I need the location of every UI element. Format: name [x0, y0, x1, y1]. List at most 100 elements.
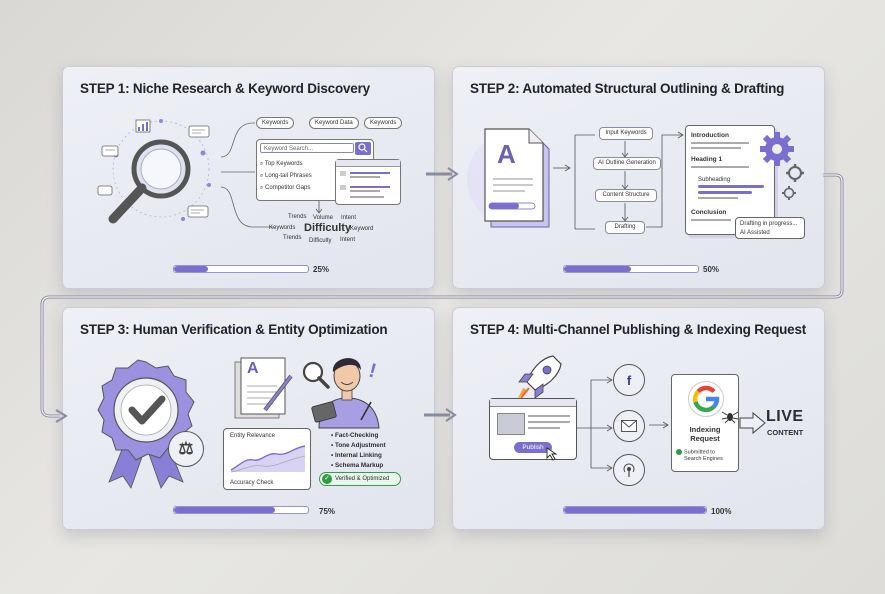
- verified-status-badge: ✓Verified & Optimized: [319, 472, 401, 486]
- text-line: [528, 415, 570, 417]
- envelope-icon: [621, 420, 637, 432]
- text-line: [528, 427, 560, 429]
- connector-to-outline: [646, 131, 684, 228]
- window-titlebar: [336, 160, 400, 167]
- search-icon: [358, 143, 368, 153]
- flow-input-keywords: Input Keywords: [599, 127, 653, 140]
- step-3-title: STEP 3: Human Verification & Entity Opti…: [80, 322, 388, 337]
- status-line-2: AI Assisted: [740, 230, 770, 236]
- document-letter: A: [497, 139, 516, 169]
- document-stack-icon: [234, 357, 293, 419]
- arrow-icon: [553, 164, 571, 172]
- gear-icon: [782, 186, 796, 200]
- search-result-gaps[interactable]: ⌕ Competitor Gaps: [260, 185, 311, 191]
- publish-window: Publish: [489, 398, 577, 461]
- progress-bar: [173, 506, 309, 514]
- progress-fill: [174, 507, 275, 513]
- thumb: [340, 171, 346, 176]
- chart-bottom-label: Accuracy Check: [230, 480, 274, 486]
- progress-line: [698, 185, 764, 188]
- search-button[interactable]: [355, 142, 371, 155]
- outline-conclusion: Conclusion: [691, 209, 727, 216]
- window-titlebar: [490, 399, 576, 407]
- checklist-item: • Tone Adjustment: [331, 442, 386, 449]
- cloud-word: Difficulty: [304, 222, 352, 234]
- keyword-pill: Keywords: [364, 117, 403, 129]
- cloud-word: Intent: [340, 237, 356, 243]
- spider-crawler-icon: [721, 411, 739, 424]
- chat-bubble-icon: [188, 125, 210, 138]
- step-1-title: STEP 1: Niche Research & Keyword Discove…: [80, 81, 370, 96]
- progress-label: 75%: [319, 507, 336, 516]
- checklist-item: • Schema Markup: [331, 462, 384, 469]
- progress-label: 25%: [313, 265, 330, 274]
- result-bar: [350, 176, 380, 178]
- reviewer-person-icon: [311, 358, 380, 429]
- progress-fill: [564, 507, 706, 513]
- result-bar: [350, 190, 380, 192]
- indexing-request-label: Indexing Request: [689, 425, 721, 443]
- publish-button[interactable]: Publish: [514, 442, 552, 453]
- flow-arrows: [621, 141, 629, 222]
- text-line: [691, 142, 749, 144]
- cloud-word: Difficulty: [309, 238, 332, 244]
- text-line: [691, 219, 731, 221]
- scales-icon: ⚖: [168, 431, 204, 467]
- step-3-card: STEP 3: Human Verification & Entity Opti…: [62, 307, 435, 530]
- chat-bubble-icon: [101, 145, 119, 157]
- search-result-longtail[interactable]: ⌕ Long-tail Phrases: [260, 173, 312, 179]
- green-dot: [676, 449, 682, 455]
- search-input[interactable]: Keyword Search...: [260, 143, 354, 153]
- search-result-top[interactable]: ⌕ Top Keywords: [260, 161, 303, 167]
- drafting-status: Drafting in progress... AI Assisted: [735, 217, 805, 239]
- progress-bar: [563, 506, 707, 514]
- step-4-title: STEP 4: Multi-Channel Publishing & Index…: [470, 322, 807, 337]
- progress-label: 50%: [703, 265, 720, 274]
- arrow-icon: [649, 421, 669, 429]
- text-line: [528, 421, 570, 423]
- status-line-1: Drafting in progress...: [740, 221, 798, 227]
- outline-heading: Heading 1: [691, 156, 723, 163]
- document-letter: A: [247, 360, 259, 377]
- progress-label: 100%: [711, 507, 732, 516]
- trend-line-chart: [230, 445, 306, 473]
- keyword-pill: Keywords: [256, 117, 295, 129]
- document-icon: [467, 128, 550, 228]
- text-line: [691, 147, 741, 149]
- thumb: [340, 185, 346, 190]
- progress-fill: [564, 266, 631, 272]
- cloud-word: Trends: [288, 214, 307, 220]
- cloud-word: Keywords: [269, 225, 296, 231]
- image-placeholder: [497, 413, 525, 435]
- result-bar: [350, 186, 390, 188]
- result-bar: [350, 172, 390, 174]
- google-logo: [692, 385, 720, 413]
- progress-line: [698, 191, 752, 194]
- step-2-card: STEP 2: Automated Structural Outlining &…: [452, 66, 825, 289]
- gear-icon: [760, 132, 794, 166]
- gear-icon: [786, 164, 804, 182]
- checklist-item: • Internal Linking: [331, 452, 382, 459]
- progress-fill: [174, 266, 208, 272]
- podcast-icon: [613, 454, 645, 486]
- cursor-icon: [546, 447, 558, 461]
- flow-ai-outline: AI Outline Generation: [593, 157, 661, 170]
- cloud-word: Volume: [313, 215, 334, 221]
- progress-bar: [563, 265, 699, 273]
- chart-icon: [135, 119, 151, 133]
- check-circle-icon: ✓: [322, 474, 332, 484]
- checklist-item: • Fact-Checking: [331, 432, 379, 439]
- step-4-card: STEP 4: Multi-Channel Publishing & Index…: [452, 307, 825, 530]
- text-line: [698, 197, 738, 199]
- cloud-word: Keyword: [350, 226, 374, 232]
- outline-intro: Introduction: [691, 132, 729, 139]
- results-window: [335, 159, 401, 205]
- block-arrow-icon: [739, 411, 766, 435]
- down-arrow-icon: [315, 201, 323, 214]
- google-icon: [688, 381, 724, 417]
- result-bar: [350, 196, 384, 198]
- email-icon: [613, 410, 645, 442]
- progress-bar: [173, 265, 309, 273]
- chart-top-label: Entity Relevance: [230, 433, 276, 439]
